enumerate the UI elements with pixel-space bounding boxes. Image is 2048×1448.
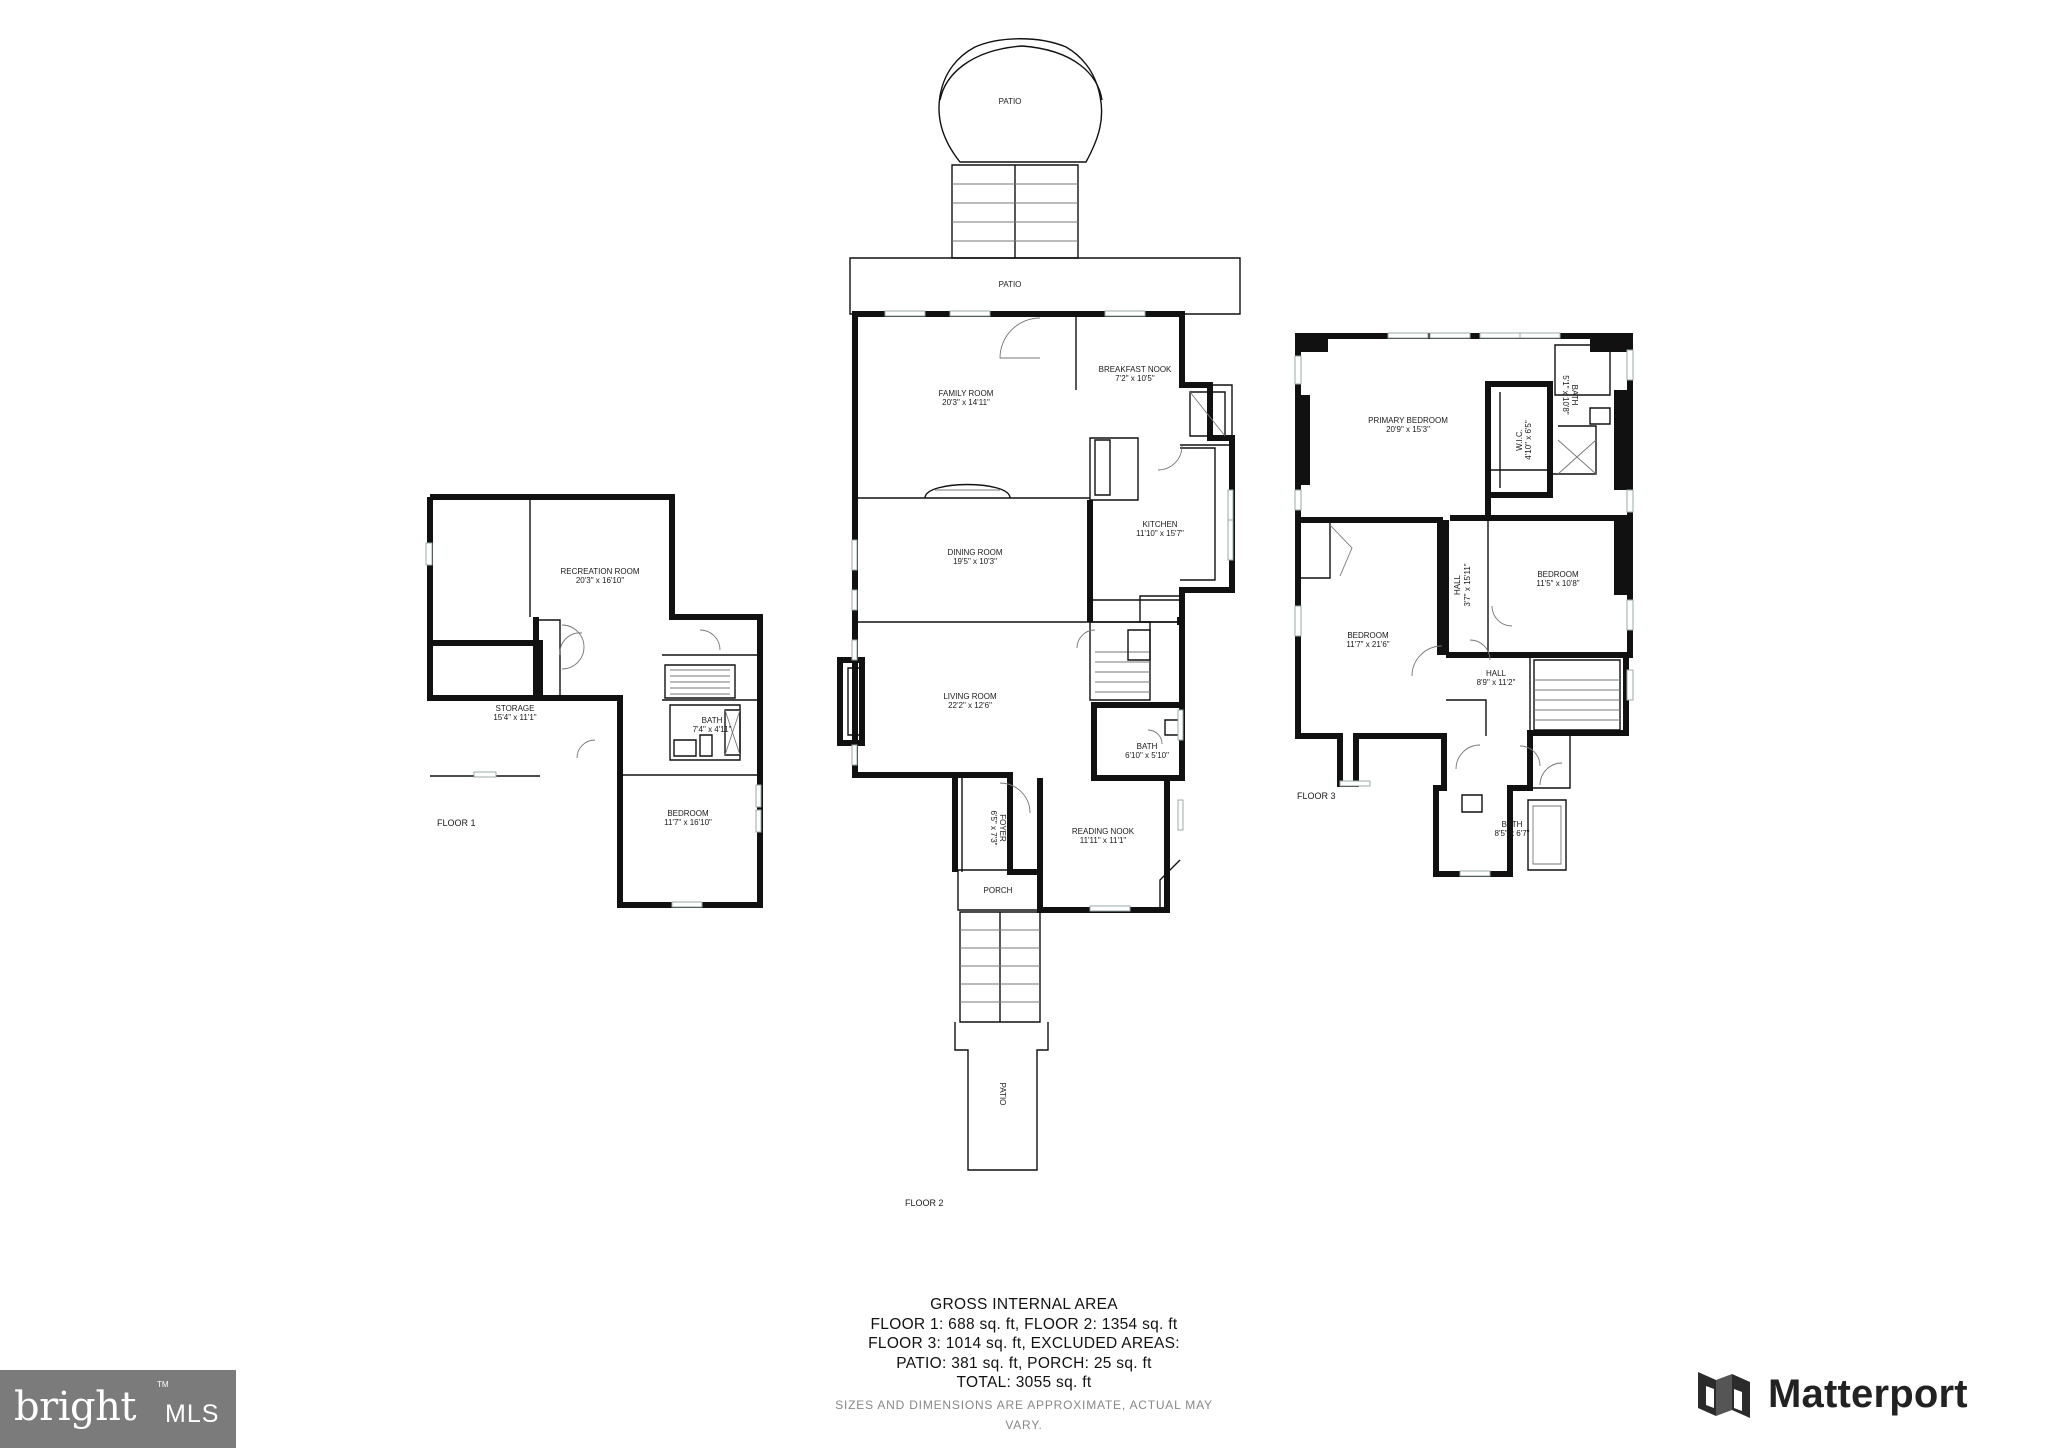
f3-bath-dims: 8'5" x 6'7" bbox=[1495, 829, 1530, 838]
primary-bedroom-dims: 20'9" x 15'3" bbox=[1386, 425, 1430, 434]
summary-line-2: FLOOR 3: 1014 sq. ft, EXCLUDED AREAS: bbox=[868, 1335, 1180, 1353]
dining-room-dims: 19'5" x 10'3" bbox=[953, 557, 997, 566]
f2-bath-name: BATH bbox=[1137, 742, 1158, 751]
floor-1-plan: RECREATION ROOM 20'3" x 16'10" STORAGE 1… bbox=[425, 494, 763, 908]
breakfast-nook-name: BREAKFAST NOOK bbox=[1099, 365, 1172, 374]
dining-room-name: DINING ROOM bbox=[947, 548, 1002, 557]
porch-name: PORCH bbox=[984, 886, 1013, 895]
family-room-dims: 20'3" x 14'11" bbox=[942, 398, 990, 407]
floor-3-label: FLOOR 3 bbox=[1297, 791, 1336, 801]
bright-trademark: TM bbox=[157, 1380, 169, 1389]
f2-bath-dims: 6'10" x 5'10" bbox=[1125, 751, 1169, 760]
f1-bath-dims: 7'4" x 4'11" bbox=[693, 725, 732, 734]
summary-line-1: FLOOR 1: 688 sq. ft, FLOOR 2: 1354 sq. f… bbox=[870, 1315, 1178, 1333]
hall-vertical-name: HALL bbox=[1453, 574, 1462, 595]
floor-2-label: FLOOR 2 bbox=[905, 1198, 944, 1208]
rec-room-name: RECREATION ROOM bbox=[561, 567, 640, 576]
summary-line-4: TOTAL: 3055 sq. ft bbox=[956, 1374, 1092, 1392]
rec-room-dims: 20'3" x 16'10" bbox=[576, 576, 624, 585]
storage-dims: 15'4" x 11'1" bbox=[493, 713, 536, 722]
primary-bath-dims: 5'1" x 10'8" bbox=[1561, 375, 1570, 415]
bedroom-right-name: BEDROOM bbox=[1537, 570, 1579, 579]
matterport-logo: Matterport bbox=[1694, 1364, 2034, 1424]
patio-bottom-name: PATIO bbox=[998, 1083, 1007, 1106]
matterport-icon bbox=[1698, 1372, 1750, 1418]
summary-heading: GROSS INTERNAL AREA bbox=[930, 1296, 1118, 1313]
patio-top-name: PATIO bbox=[999, 97, 1022, 106]
floor-3-plan: PRIMARY BEDROOM 20'9" x 15'3" W.I.C. 4'1… bbox=[1294, 332, 1634, 877]
bright-mls-logo: bright TM MLS bbox=[0, 1370, 236, 1448]
f3-bath-name: BATH bbox=[1502, 820, 1523, 829]
living-room-name: LIVING ROOM bbox=[943, 692, 997, 701]
bright-mls-text: MLS bbox=[165, 1400, 220, 1428]
kitchen-dims: 11'10" x 15'7" bbox=[1136, 529, 1184, 538]
f1-bedroom-name: BEDROOM bbox=[667, 809, 709, 818]
matterport-wordmark: Matterport bbox=[1768, 1372, 1968, 1416]
hall-vertical-dims: 3'7" x 15'11" bbox=[1463, 563, 1472, 606]
living-room-dims: 22'2" x 12'6" bbox=[948, 701, 992, 710]
area-summary: GROSS INTERNAL AREA FLOOR 1: 688 sq. ft,… bbox=[824, 1295, 1224, 1435]
floor-1-label: FLOOR 1 bbox=[437, 818, 476, 828]
primary-bath-name: BATH bbox=[1570, 385, 1579, 406]
summary-disclaimer: SIZES AND DIMENSIONS ARE APPROXIMATE, AC… bbox=[835, 1397, 1213, 1432]
family-room-name: FAMILY ROOM bbox=[939, 389, 994, 398]
bright-wordmark: bright bbox=[14, 1384, 136, 1430]
summary-line-3: PATIO: 381 sq. ft, PORCH: 25 sq. ft bbox=[896, 1354, 1152, 1372]
foyer-dims: 6'5" x 7'3" bbox=[989, 811, 998, 846]
hall-name: HALL bbox=[1486, 669, 1507, 678]
bedroom-right-dims: 11'5" x 10'8" bbox=[1536, 579, 1579, 588]
kitchen-name: KITCHEN bbox=[1142, 520, 1177, 529]
patio-mid-name: PATIO bbox=[999, 280, 1022, 289]
f1-bedroom-dims: 11'7" x 16'10" bbox=[664, 818, 712, 827]
f1-bath-name: BATH bbox=[702, 716, 723, 725]
foyer-name: FOYER bbox=[998, 814, 1007, 842]
floor-2-plan: PATIO PATIO FAMILY ROOM 20'3" x 14'11" B… bbox=[837, 38, 1241, 1208]
wic-dims: 4'10" x 6'5" bbox=[1524, 420, 1533, 460]
bedroom-left-dims: 11'7" x 21'6" bbox=[1346, 640, 1389, 649]
reading-nook-name: READING NOOK bbox=[1072, 827, 1135, 836]
bedroom-left-name: BEDROOM bbox=[1347, 631, 1389, 640]
wic-name: W.I.C. bbox=[1515, 429, 1524, 451]
primary-bedroom-name: PRIMARY BEDROOM bbox=[1368, 416, 1448, 425]
hall-dims: 8'9" x 11'2" bbox=[1477, 678, 1516, 687]
breakfast-nook-dims: 7'2" x 10'5" bbox=[1115, 374, 1155, 383]
reading-nook-dims: 11'11" x 11'1" bbox=[1080, 836, 1127, 845]
storage-name: STORAGE bbox=[496, 704, 535, 713]
